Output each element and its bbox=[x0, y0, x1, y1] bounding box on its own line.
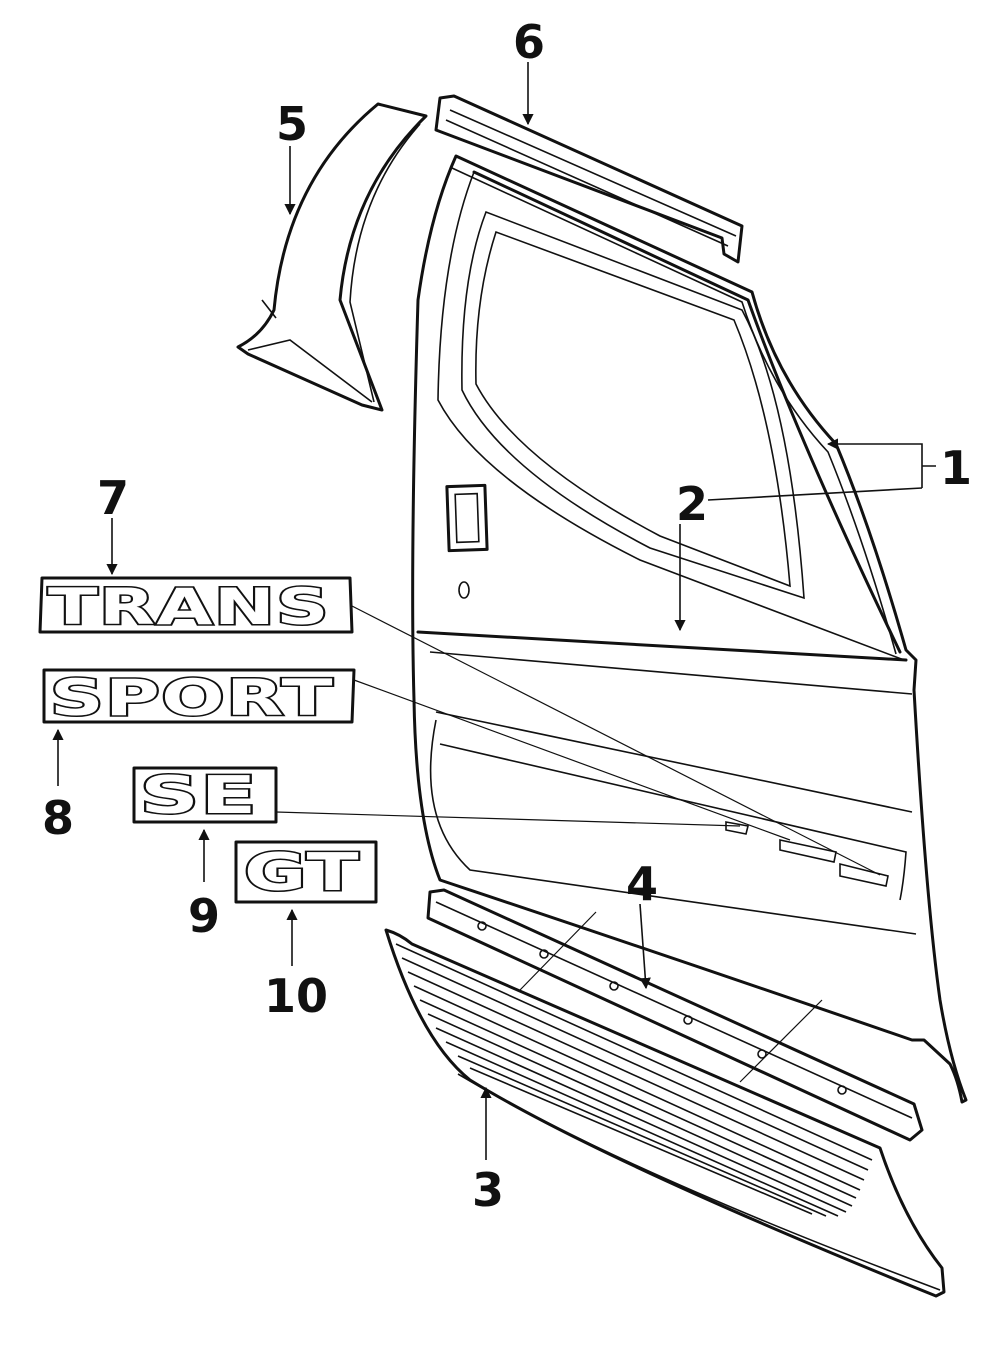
callout-8: 8 bbox=[42, 791, 74, 845]
roof-rail-molding-part bbox=[434, 94, 744, 264]
gt-emblem: GT bbox=[234, 840, 378, 905]
callout-10: 10 bbox=[264, 969, 328, 1023]
trans-emblem-text: TRANS bbox=[48, 578, 330, 636]
se-emblem-text: SE bbox=[140, 766, 258, 826]
callout-9: 9 bbox=[188, 889, 220, 943]
callout-5: 5 bbox=[276, 97, 308, 151]
callout-7: 7 bbox=[97, 471, 129, 525]
callout-6: 6 bbox=[513, 15, 545, 69]
callout-labels: 6 5 1 2 7 8 9 10 4 3 bbox=[42, 15, 972, 1217]
trans-emblem: TRANS bbox=[38, 576, 354, 638]
callout-3: 3 bbox=[472, 1163, 504, 1217]
sport-emblem-text: SPORT bbox=[50, 669, 334, 727]
door-molding-part bbox=[426, 888, 924, 1142]
emblem-leader-lines bbox=[275, 605, 881, 876]
lower-cladding-part bbox=[384, 928, 946, 1298]
pillar-trim-part bbox=[236, 102, 428, 412]
se-emblem: SE bbox=[132, 765, 278, 828]
gt-emblem-text: GT bbox=[244, 843, 360, 903]
callout-4: 4 bbox=[626, 857, 658, 911]
door-shell-part bbox=[411, 154, 968, 1104]
callout-1: 1 bbox=[940, 441, 972, 495]
callout-2: 2 bbox=[676, 477, 708, 531]
sport-emblem: SPORT bbox=[42, 668, 356, 729]
callout-arrows bbox=[52, 62, 936, 1160]
